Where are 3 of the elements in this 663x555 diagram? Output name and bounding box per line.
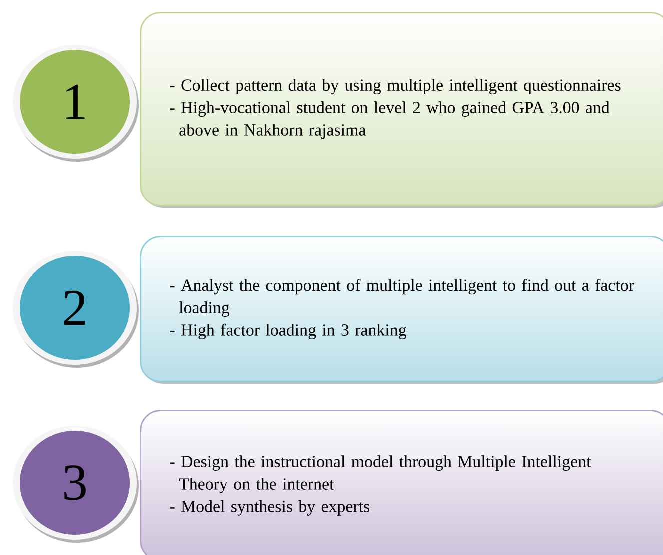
step-box: - Analyst the component of multiple intelligent to find out a factor loading - High factor loading in 3 ranking <box>140 236 663 384</box>
step-box: - Design the instructional model through Multiple Intelligent Theory on the internet - Model synthesis by experts <box>140 410 663 555</box>
step-box: - Collect pattern data by using multiple intelligent questionnaires - High-vocational student on level 2 who gained GPA 3.00 and above in Nakhorn rajasima <box>140 12 663 208</box>
